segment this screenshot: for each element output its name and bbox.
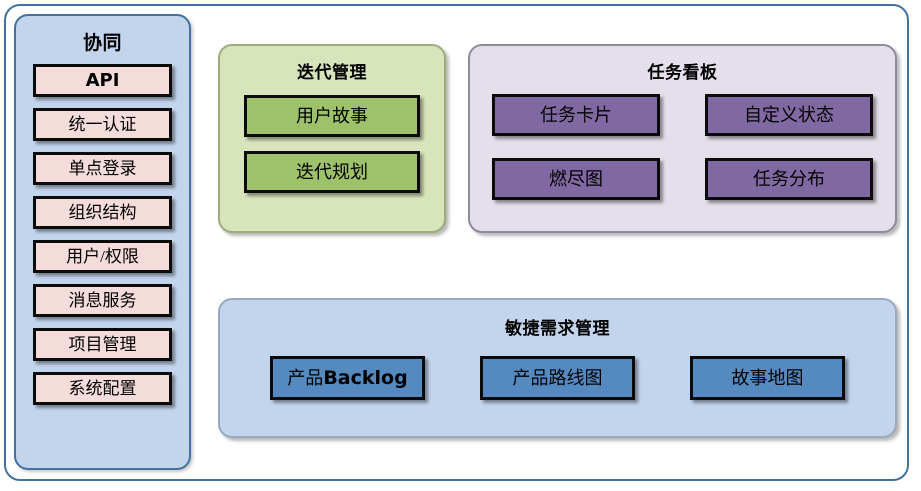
collaboration-item-0[interactable]: API xyxy=(33,64,172,97)
task-board-item-0-label: 任务卡片 xyxy=(540,105,612,125)
task-board-item-grid: 任务卡片 自定义状态燃尽图 任务分布 xyxy=(470,94,895,200)
collaboration-item-7-label: 系统配置 xyxy=(68,379,137,398)
collaboration-item-2[interactable]: 单点登录 xyxy=(33,152,172,185)
collaboration-item-3-label: 组织结构 xyxy=(68,203,137,222)
iteration-item-0-label: 用户故事 xyxy=(296,106,368,126)
collaboration-item-5-label: 消息服务 xyxy=(68,291,137,310)
collaboration-item-7[interactable]: 系统配置 xyxy=(33,372,172,405)
iteration-item-1-label: 迭代规划 xyxy=(296,162,368,182)
task-board-item-1-label: 自定义状态 xyxy=(744,105,834,125)
group-task-board-title: 任务看板 xyxy=(647,63,718,83)
group-collaboration-title: 协同 xyxy=(82,32,122,54)
group-iteration-management[interactable]: 迭代管理 用户故事迭代规划 xyxy=(218,44,446,233)
iteration-item-1[interactable]: 迭代规划 xyxy=(244,151,420,193)
collaboration-item-2-label: 单点登录 xyxy=(68,159,137,178)
task-board-item-2-label: 燃尽图 xyxy=(549,169,603,189)
collaboration-item-0-label: API xyxy=(85,69,120,91)
collaboration-item-3[interactable]: 组织结构 xyxy=(33,196,172,229)
agile-item-2-label: 故事地图 xyxy=(731,368,804,388)
task-board-item-0[interactable]: 任务卡片 xyxy=(492,94,660,136)
collaboration-item-4[interactable]: 用户/权限 xyxy=(33,240,172,273)
group-agile-requirements-title: 敏捷需求管理 xyxy=(505,319,610,339)
iteration-item-list: 用户故事迭代规划 xyxy=(220,95,444,193)
agile-item-0-label: 产品 xyxy=(287,368,324,388)
collaboration-item-6[interactable]: 项目管理 xyxy=(33,328,172,361)
agile-item-2[interactable]: 故事地图 xyxy=(690,356,845,400)
agile-item-1-label: 产品路线图 xyxy=(512,368,603,388)
group-iteration-management-title: 迭代管理 xyxy=(297,63,367,83)
collaboration-item-1[interactable]: 统一认证 xyxy=(33,108,172,141)
collaboration-item-4-label: 用户/权限 xyxy=(66,247,139,266)
group-collaboration[interactable]: 协同 API 统一认证单点登录组织结构用户/权限消息服务项目管理系统配置 xyxy=(14,14,191,470)
iteration-item-0[interactable]: 用户故事 xyxy=(244,95,420,137)
collaboration-item-6-label: 项目管理 xyxy=(68,335,137,354)
agile-item-1[interactable]: 产品路线图 xyxy=(480,356,635,400)
task-board-item-3[interactable]: 任务分布 xyxy=(705,158,873,200)
collaboration-item-5[interactable]: 消息服务 xyxy=(33,284,172,317)
task-board-item-1[interactable]: 自定义状态 xyxy=(705,94,873,136)
collaboration-item-list: API 统一认证单点登录组织结构用户/权限消息服务项目管理系统配置 xyxy=(16,64,189,405)
agile-item-0-label-latin: Backlog xyxy=(323,366,408,389)
group-task-board[interactable]: 任务看板 任务卡片 自定义状态燃尽图 任务分布 xyxy=(468,44,897,233)
task-board-item-3-label: 任务分布 xyxy=(753,169,825,189)
collaboration-item-1-label: 统一认证 xyxy=(68,115,137,134)
task-board-item-2[interactable]: 燃尽图 xyxy=(492,158,660,200)
